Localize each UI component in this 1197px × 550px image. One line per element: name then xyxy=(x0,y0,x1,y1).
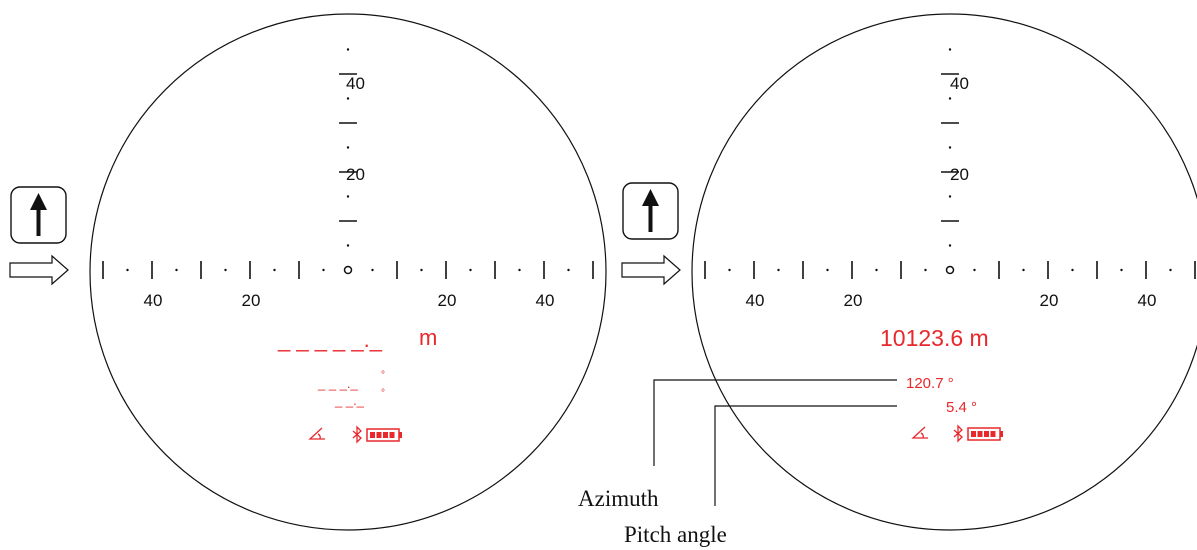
left-h-label-20l: 20 xyxy=(242,291,261,310)
reticle-h-minor-dot xyxy=(371,268,374,272)
reticle-h-minor-dot xyxy=(273,268,276,272)
reticle-v-minor-dot xyxy=(948,146,952,149)
reticle-v-minor-dot xyxy=(346,244,350,247)
left-pitch-unit: ° xyxy=(381,388,385,399)
battery-icon xyxy=(967,427,1003,441)
right-h-label-20r: 20 xyxy=(1040,291,1059,310)
reticle-h-minor-dot xyxy=(973,268,976,272)
pitch-leader-line xyxy=(714,405,897,506)
reticle-h-minor-dot xyxy=(1071,268,1074,272)
azimuth-callout-label: Azimuth xyxy=(578,486,659,511)
left-azimuth-unit: ° xyxy=(381,370,385,381)
right-h-label-40l: 40 xyxy=(746,291,765,310)
left-view: 40 20 40 20 20 40 _ _ _ _ _._ m _ _ _._ … xyxy=(9,13,607,531)
reticle-h-minor-dot xyxy=(777,268,780,272)
up-arrow-icon xyxy=(642,189,659,232)
reticle-h-minor-dot xyxy=(567,268,570,272)
reticle-center-circle xyxy=(343,265,353,275)
right-v-label-20: 20 xyxy=(950,165,969,184)
reticle-h-minor-dot xyxy=(322,268,325,272)
right-up-button[interactable] xyxy=(622,182,679,240)
left-up-button[interactable] xyxy=(10,186,67,244)
reticle-v-minor-dot xyxy=(346,195,350,198)
reticle-h-minor-dot xyxy=(175,268,178,272)
reticle-h-minor-dot xyxy=(126,268,129,272)
reticle-h-minor-dot xyxy=(224,268,227,272)
up-arrow-icon xyxy=(30,193,47,236)
left-v-label-20: 20 xyxy=(346,165,365,184)
left-pitch-placeholder: _ _._ xyxy=(334,393,365,408)
left-distance-placeholder: _ _ _ _ _._ xyxy=(277,327,383,352)
reticle-v-minor-dot xyxy=(948,48,952,51)
right-eyepiece-circle xyxy=(691,13,1197,531)
reticle-v-minor-dot xyxy=(948,195,952,198)
reticle-h-minor-dot xyxy=(518,268,521,272)
right-distance-value: 10123.6 m xyxy=(880,325,989,351)
right-azimuth-value: 120.7 ° xyxy=(906,375,954,392)
reticle-v-minor-dot xyxy=(346,97,350,100)
reticle-h-minor-dot xyxy=(1169,268,1172,272)
azimuth-leader-line xyxy=(653,379,897,466)
left-v-label-40: 40 xyxy=(346,74,365,93)
reticle-v-minor-dot xyxy=(346,146,350,149)
reticle-h-minor-dot xyxy=(875,268,878,272)
left-h-label-40l: 40 xyxy=(144,291,163,310)
reticle-v-minor-dot xyxy=(948,97,952,100)
right-pitch-value: 5.4 ° xyxy=(946,399,977,416)
left-azimuth-placeholder: _ _ _._ xyxy=(317,376,359,391)
battery-icon xyxy=(366,428,402,442)
right-view: 40 20 40 20 20 40 10123.6 m 120.7 ° 5.4 … xyxy=(578,13,1197,547)
reticle-h-minor-dot xyxy=(728,268,731,272)
reticle-h-minor-dot xyxy=(826,268,829,272)
left-distance-unit: m xyxy=(419,325,437,350)
pitch-callout-label: Pitch angle xyxy=(624,522,727,547)
bluetooth-icon xyxy=(352,425,362,444)
right-reticle xyxy=(704,48,1196,279)
reticle-v-minor-dot xyxy=(948,244,952,247)
left-eyepiece-circle xyxy=(89,13,607,531)
right-h-label-20l: 20 xyxy=(844,291,863,310)
right-arrow-icon xyxy=(621,254,681,286)
reticle-h-minor-dot xyxy=(420,268,423,272)
left-h-label-40r: 40 xyxy=(536,291,555,310)
left-h-label-20r: 20 xyxy=(438,291,457,310)
right-v-label-40: 40 xyxy=(950,74,969,93)
bluetooth-icon xyxy=(953,424,963,443)
reticle-h-minor-dot xyxy=(1022,268,1025,272)
left-reticle xyxy=(102,48,594,279)
reticle-h-minor-dot xyxy=(469,268,472,272)
angle-icon xyxy=(911,426,928,439)
angle-icon xyxy=(308,427,325,440)
reticle-center-circle xyxy=(945,265,955,275)
right-h-label-40r: 40 xyxy=(1138,291,1157,310)
reticle-v-minor-dot xyxy=(346,48,350,51)
reticle-h-minor-dot xyxy=(924,268,927,272)
reticle-h-minor-dot xyxy=(1120,268,1123,272)
right-arrow-icon xyxy=(9,254,69,286)
